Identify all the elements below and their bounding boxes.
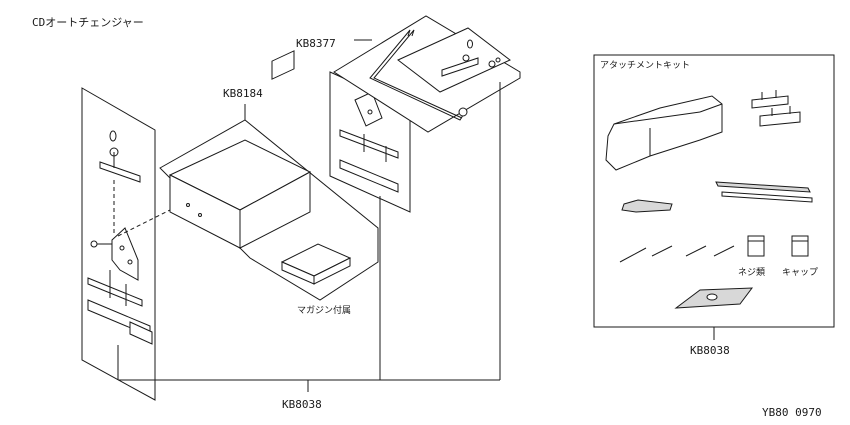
figure-code: YB80 0970 (762, 406, 822, 419)
cable-panel: KB8377 (296, 15, 521, 133)
left-bracket-panel (81, 87, 191, 401)
attachment-kit-part-number: KB8038 (690, 344, 730, 357)
cable-part-number: KB8377 (296, 37, 336, 50)
screws-label: ネジ類 (738, 267, 765, 278)
attachment-kit-title: アタッチメントキット (600, 60, 690, 71)
bracket-set-part-number: KB8038 (282, 398, 322, 411)
cd-changer-assembly: KB8184 マガジン付属 (159, 50, 379, 316)
caps-label: キャップ (782, 267, 818, 278)
cd-changer-part-number: KB8184 (223, 87, 263, 100)
bracket-set-callout: KB8038 (117, 82, 501, 411)
attachment-kit-box: アタッチメントキット ネジ類 キャップ (593, 54, 835, 357)
diagram-title: CDオートチェンジャー (32, 16, 144, 29)
magazine-note: マガジン付属 (297, 305, 351, 316)
